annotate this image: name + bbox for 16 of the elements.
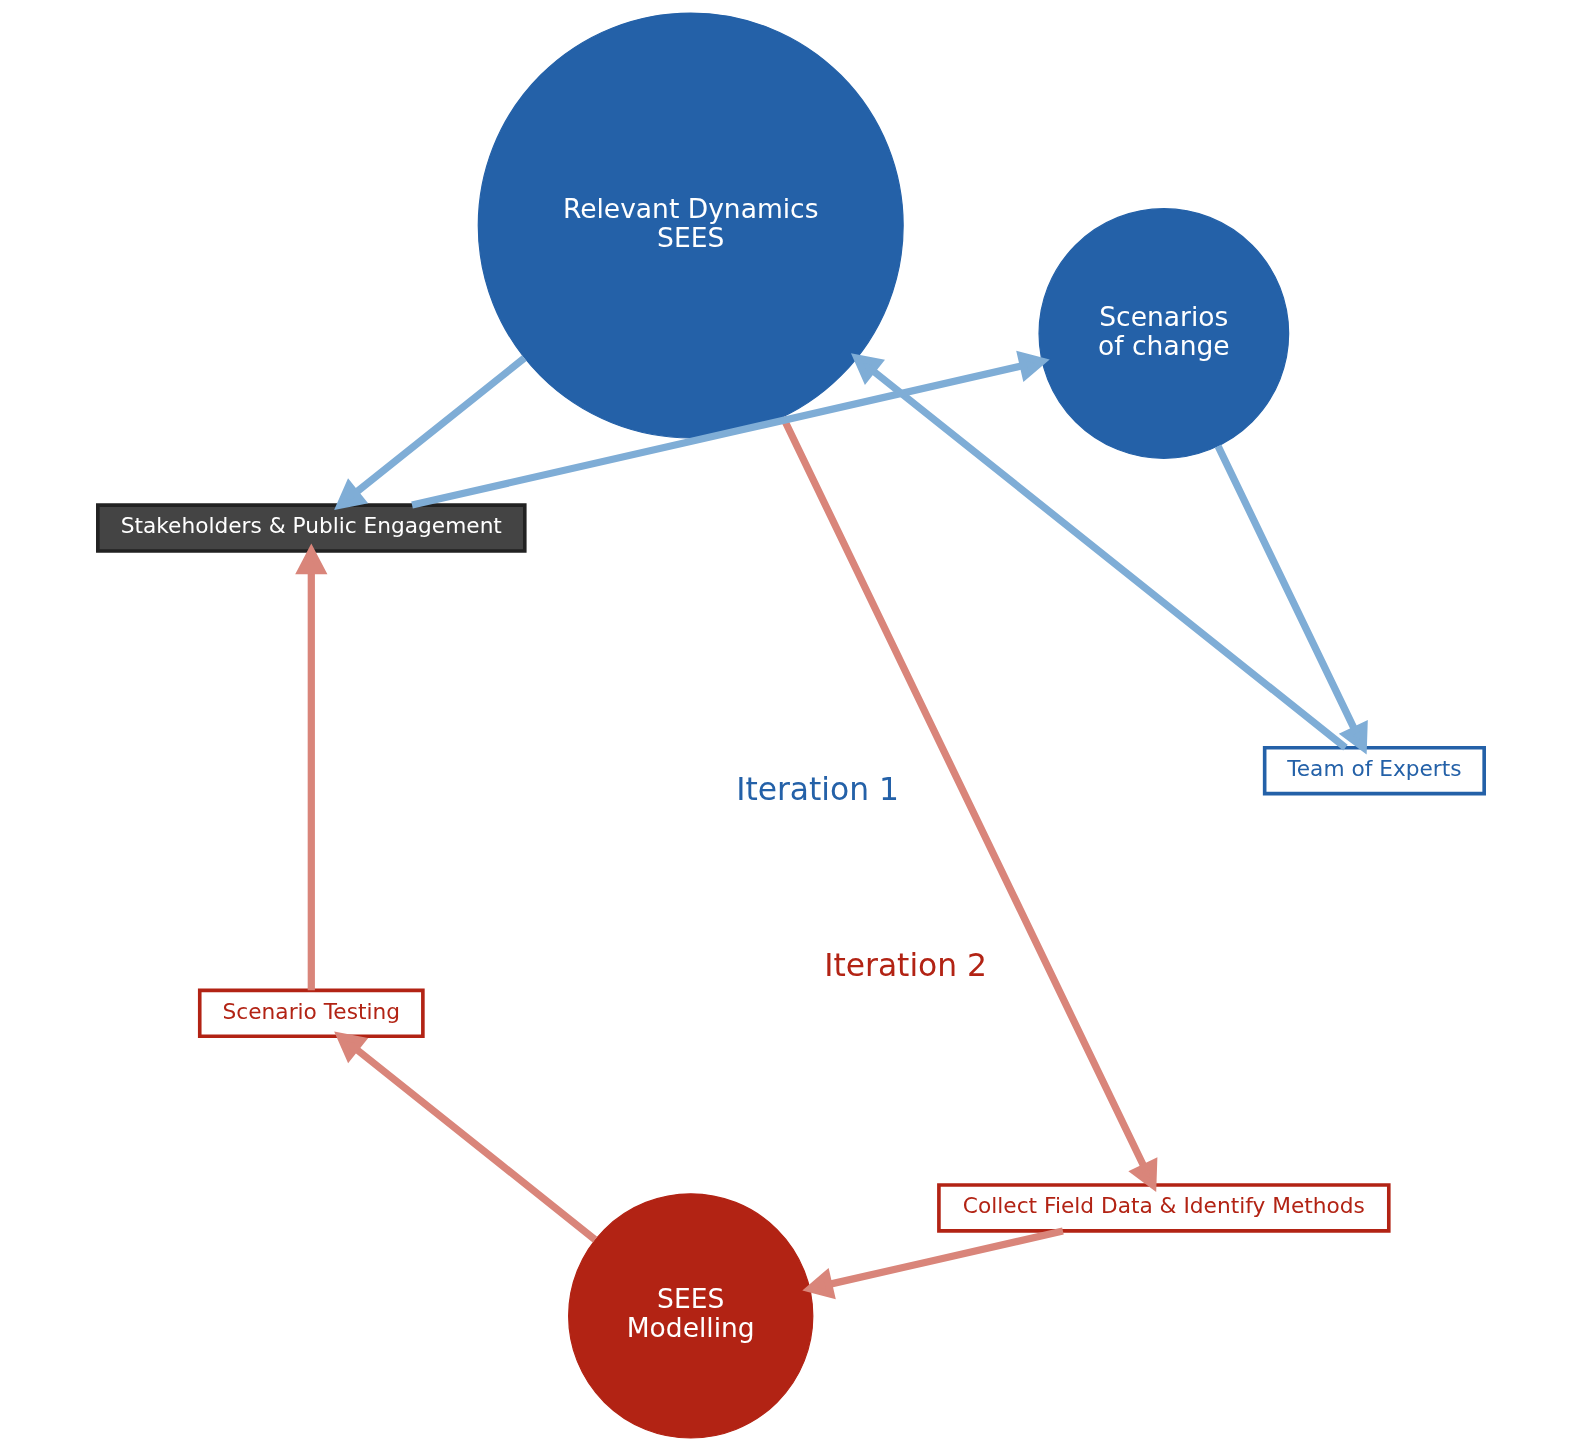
node-circle: SEES Modelling: [568, 1193, 814, 1439]
label: Iteration 2: [824, 947, 988, 984]
node-circle: Relevant Dynamics SEES: [477, 12, 904, 439]
node-box: Scenario Testing: [197, 988, 425, 1039]
arrow: [334, 1031, 598, 1243]
node-box: Collect Field Data & Identify Methods: [937, 1183, 1391, 1233]
arrow: [411, 350, 1050, 509]
node-box: Team of Experts: [1262, 746, 1486, 796]
arrow: [334, 355, 527, 510]
arrow: [1214, 444, 1368, 755]
node-box: Stakeholders & Public Engagement: [96, 503, 527, 553]
node-circle: Scenarios of change: [1038, 208, 1290, 459]
label: Iteration 1: [736, 771, 900, 808]
arrow: [802, 1227, 1064, 1300]
arrow: [850, 353, 1348, 751]
arrow: [295, 543, 328, 991]
